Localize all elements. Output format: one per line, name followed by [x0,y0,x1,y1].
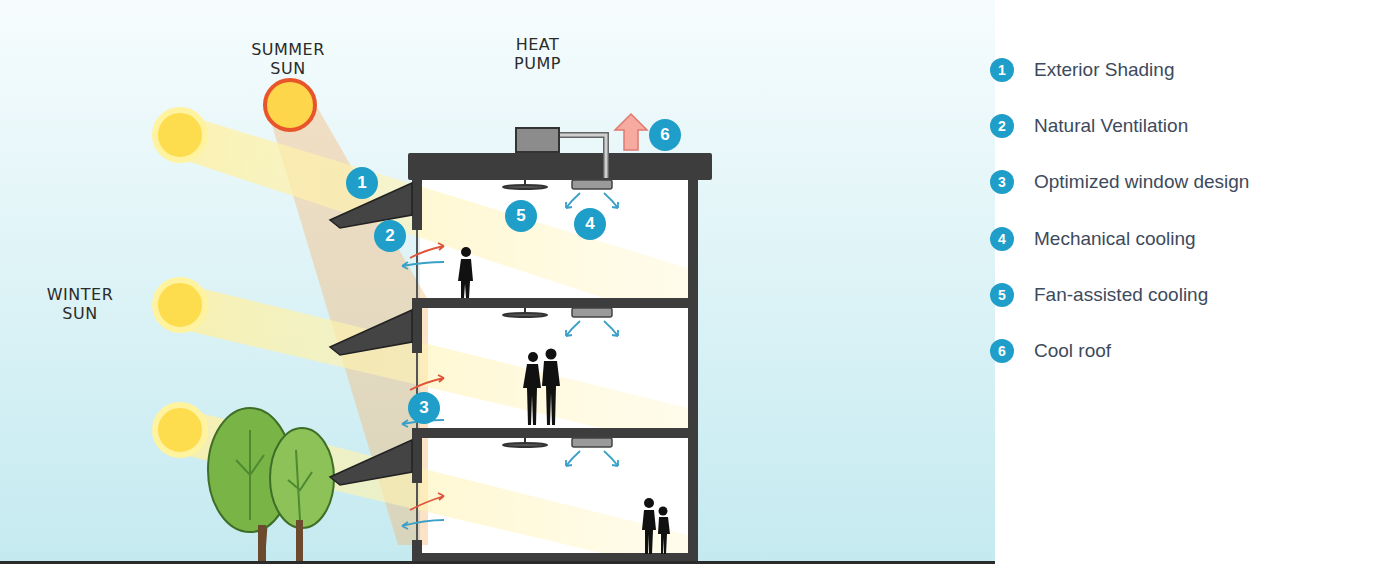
structure [408,153,712,563]
sun-label: SUMMER SUN [238,40,338,78]
legend-text: Exterior Shading [1034,58,1174,82]
callout-number: 3 [408,392,440,424]
cool-air-arrows [566,193,618,466]
fans [503,180,547,447]
legend-number: 3 [990,170,1014,194]
legend-text: Natural Ventilation [1034,114,1188,138]
ventilation-arrows [402,243,444,529]
pipe [560,135,606,178]
sun-label: WINTER SUN [30,285,130,323]
equipment-label: HEAT PUMP [493,35,583,73]
pipe [560,135,606,178]
legend-number: 1 [990,58,1014,82]
legend-text: Optimized window design [1034,170,1249,194]
callout-number: 2 [374,220,406,252]
legend-swatch: 2 [990,114,1014,138]
legend-swatch: 4 [990,227,1014,251]
windows [416,230,418,540]
legend-swatch: 6 [990,339,1014,363]
legend-number: 6 [990,339,1014,363]
legend-number: 2 [990,114,1014,138]
legend-text: Cool roof [1034,339,1111,363]
legend-number: 4 [990,227,1014,251]
heat-pump-box: HEAT PUMP [515,127,560,153]
callout-number: 1 [346,167,378,199]
legend-swatch: 5 [990,283,1014,307]
ground-line [0,561,995,564]
legend-swatch: 1 [990,58,1014,82]
sky [0,0,995,563]
cooling-units [572,180,612,447]
legend-text: Fan-assisted cooling [1034,283,1208,307]
callout-number: 5 [505,200,537,232]
people [458,247,670,554]
legend-number: 5 [990,283,1014,307]
legend-text: Mechanical cooling [1034,227,1196,251]
callout-number: 6 [649,119,681,151]
summer-sun [265,80,315,130]
cool-roof-arrow [615,114,647,150]
winter-suns [155,110,205,455]
winter-ray [176,112,688,300]
legend-swatch: 3 [990,170,1014,194]
exterior-shades [330,183,412,485]
tree [208,408,334,563]
callout-number: 4 [574,208,606,240]
